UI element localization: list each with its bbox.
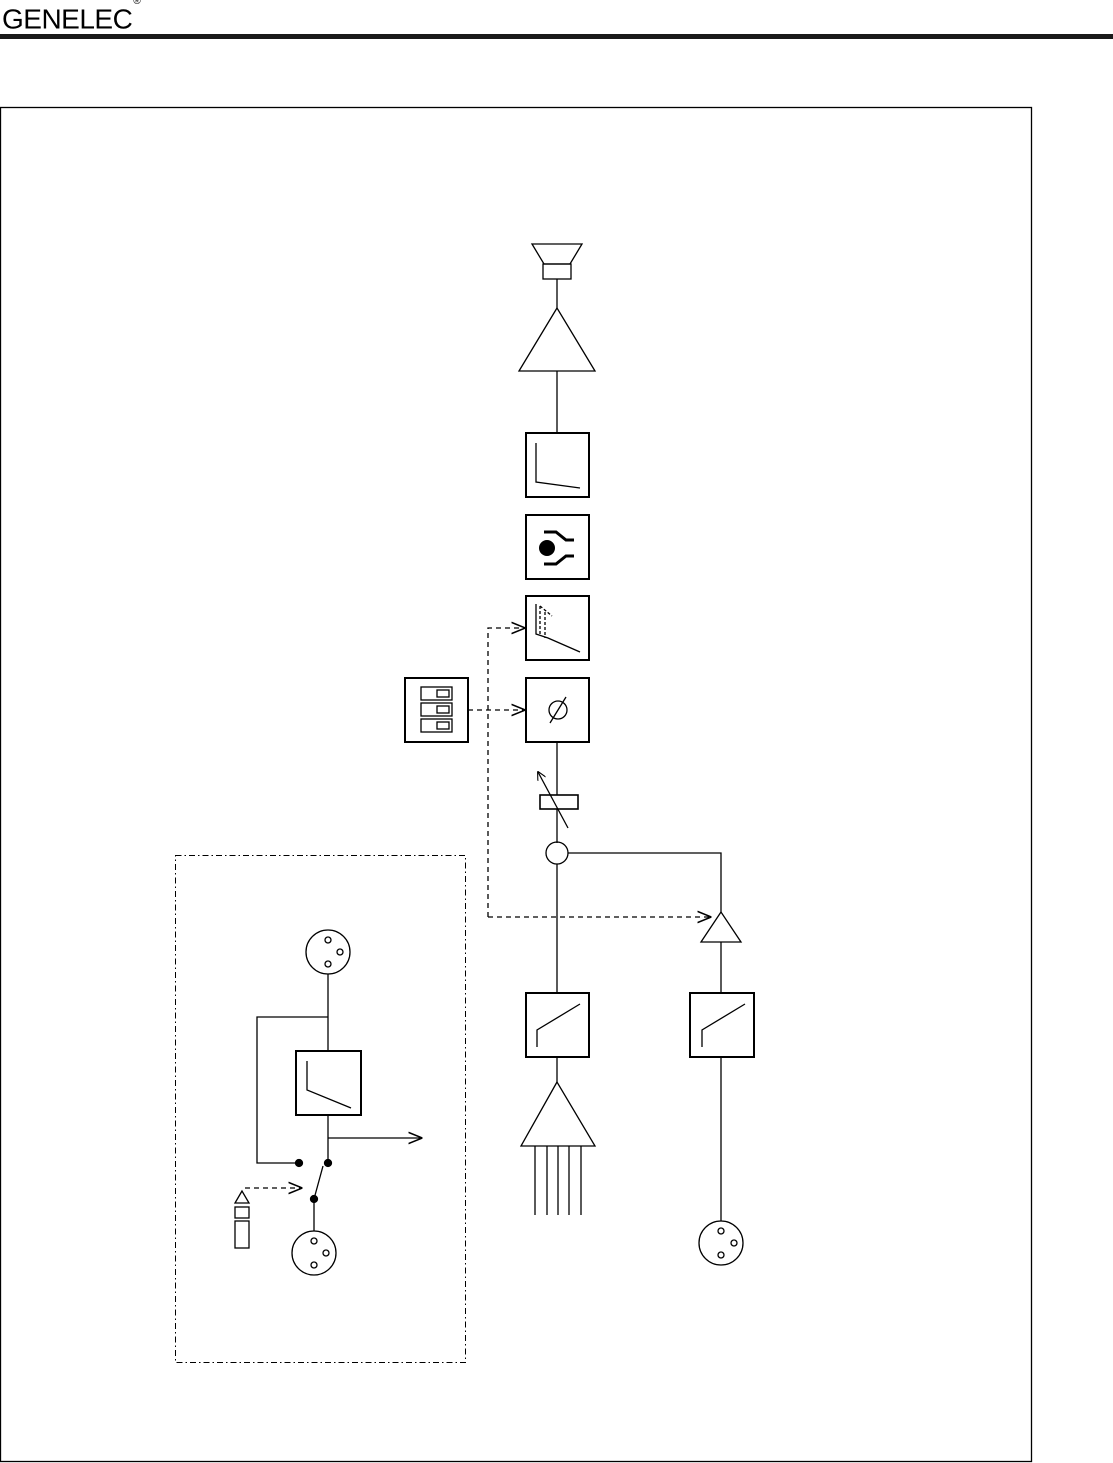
highpass-filter-icon — [690, 993, 754, 1057]
xlr-connector-icon — [699, 1221, 743, 1265]
control-lines — [468, 628, 710, 917]
xlr-connector-icon — [292, 1231, 336, 1275]
lowpass-filter-icon — [296, 1051, 361, 1115]
wire — [257, 1017, 328, 1163]
multi-input-summing-icon — [521, 1082, 595, 1215]
dip-switch-icon — [405, 678, 468, 742]
wire — [568, 853, 721, 912]
jack-plug-icon — [235, 1191, 249, 1248]
driver-protection-icon — [526, 515, 589, 579]
summing-node-icon — [546, 842, 568, 864]
switch-icon — [296, 1160, 332, 1203]
lowpass-filter-icon — [526, 433, 589, 497]
tone-control-filter-icon — [526, 596, 589, 660]
highpass-filter-icon — [526, 993, 589, 1057]
xlr-connector-icon — [306, 930, 350, 974]
variable-resistor-icon — [538, 772, 578, 828]
phase-icon — [526, 678, 589, 742]
amplifier-triangle-icon — [519, 308, 595, 371]
diagram-frame — [1, 108, 1032, 1462]
loudspeaker-icon — [532, 244, 582, 279]
